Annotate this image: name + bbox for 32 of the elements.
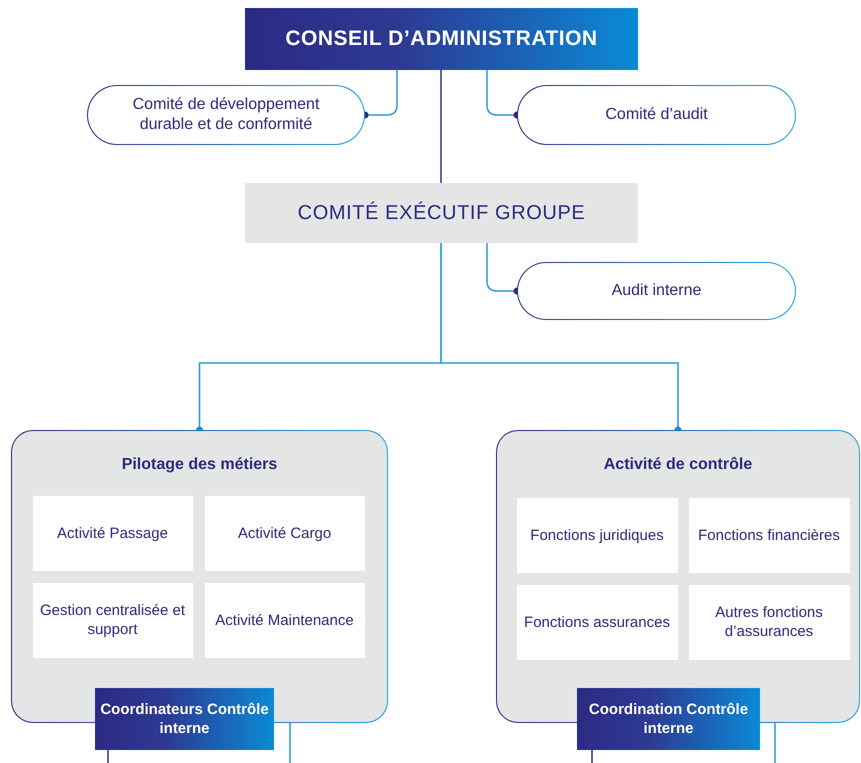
node-label: Fonctions juridiques: [530, 526, 664, 544]
connector-line: [440, 70, 442, 183]
unit-box: [32, 582, 192, 658]
coordinator-box: [95, 688, 274, 750]
node-label: Coordinateurs Contrôle interne: [99, 700, 270, 738]
node-label: COMITÉ EXÉCUTIF GROUPE: [298, 202, 586, 224]
node-label: Activité Cargo: [238, 524, 332, 542]
unit-box: [688, 498, 850, 572]
unit-box: [516, 584, 678, 660]
coordinator-box: [577, 688, 760, 750]
group-panel: [496, 430, 860, 723]
unit-box: [204, 582, 364, 658]
board-header-box: [245, 8, 638, 70]
node-label: Coordination Contrôle interne: [588, 700, 750, 738]
node-label: Activité Passage: [57, 524, 168, 542]
node-label: Comité d’audit: [605, 105, 708, 125]
unit-box: [204, 496, 364, 570]
node-label: Autres fonctions d’assurances: [714, 603, 824, 641]
unit-box: [688, 584, 850, 660]
group-heading: Activité de contrôle: [604, 456, 752, 474]
node-label: CONSEIL D’ADMINISTRATION: [285, 27, 598, 51]
node-label: Gestion centralisée et support: [38, 601, 186, 639]
node-label: Fonctions financières: [698, 526, 840, 544]
node-label: Activité Maintenance: [215, 610, 354, 630]
node-label: Audit interne: [612, 281, 702, 301]
node-label: Comité de développement durable et de conformité: [132, 95, 320, 135]
executive-committee-box: [245, 183, 638, 243]
unit-box: [516, 498, 678, 572]
group-heading: Pilotage des métiers: [122, 456, 278, 474]
node-label: Fonctions assurances: [524, 612, 670, 632]
group-panel: [11, 430, 388, 723]
unit-box: [32, 496, 192, 570]
